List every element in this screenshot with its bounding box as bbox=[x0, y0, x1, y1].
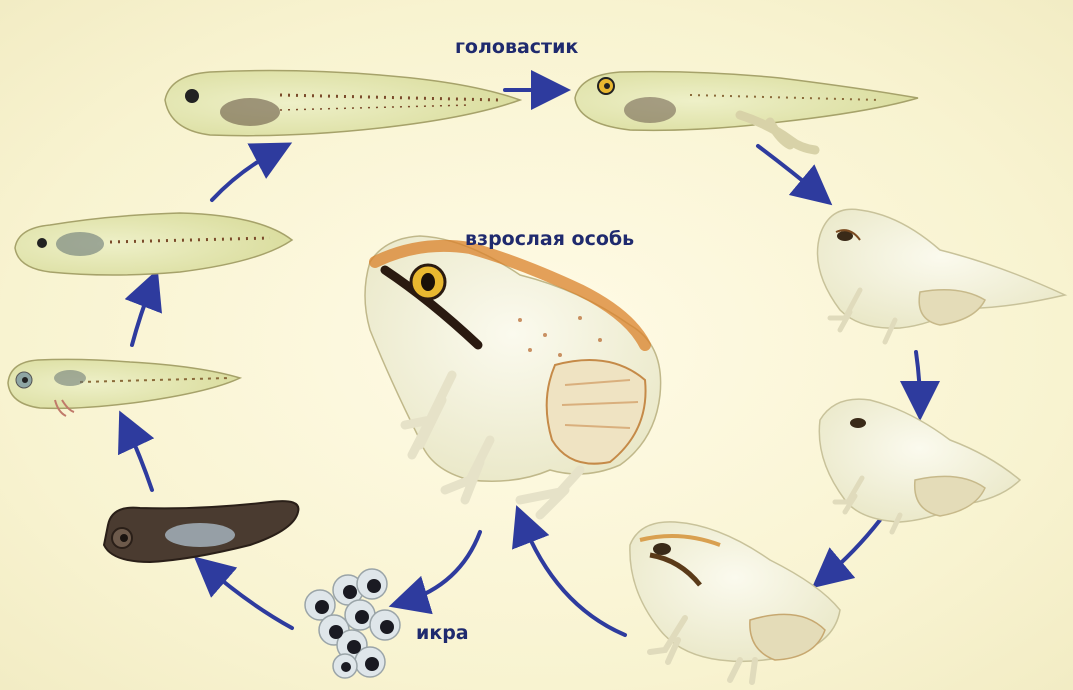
adult-frog-icon bbox=[365, 236, 661, 515]
tadpole-icon bbox=[15, 213, 292, 275]
arrow-young-to-adult bbox=[522, 520, 625, 635]
young-frog-icon bbox=[630, 522, 840, 682]
arrow-embryo-to-gills bbox=[126, 425, 152, 490]
frog-eggs-icon bbox=[305, 569, 400, 678]
label-tadpole: головастик bbox=[455, 36, 578, 58]
tadpole-hind-legs-icon bbox=[575, 72, 918, 150]
froglet-with-tail-icon bbox=[818, 209, 1066, 342]
arrow-gills-to-young bbox=[132, 284, 152, 345]
tadpole-gills-icon bbox=[8, 359, 240, 416]
arrow-young-to-large bbox=[212, 150, 278, 200]
froglet-short-tail-icon bbox=[819, 399, 1020, 532]
embryo-tadpole-icon bbox=[104, 501, 298, 562]
label-adult: взрослая особь bbox=[465, 228, 634, 250]
tadpole-large-icon bbox=[165, 71, 520, 136]
arrow-eggs-to-embryo bbox=[206, 567, 292, 628]
arrow-froglet-to-short bbox=[916, 352, 920, 405]
arrow-short-to-young bbox=[824, 520, 880, 578]
label-eggs: икра bbox=[416, 622, 469, 644]
arrow-adult-to-eggs bbox=[404, 532, 480, 602]
